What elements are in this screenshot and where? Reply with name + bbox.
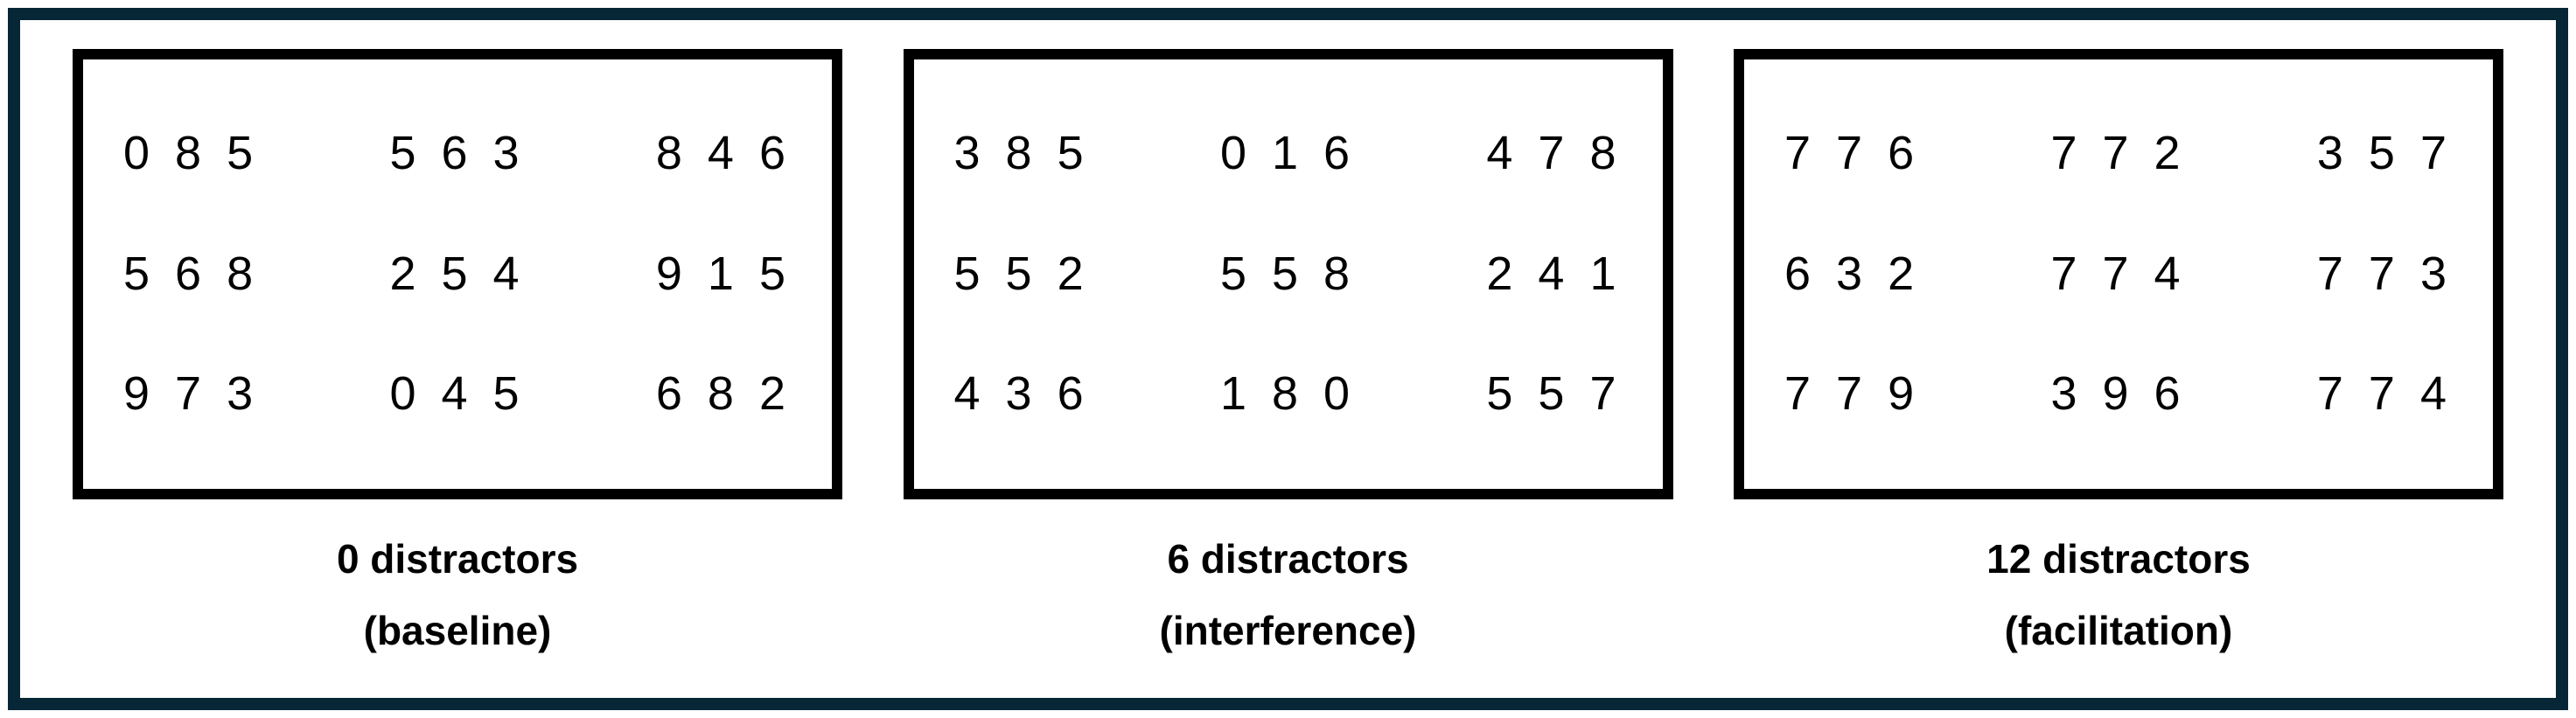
panel-caption-interference: 6 distractors (interference) — [904, 524, 1673, 667]
digit-group: 4 7 8 — [1486, 127, 1623, 180]
digit-group: 5 5 2 — [953, 247, 1090, 300]
digit-group: 8 4 6 — [655, 127, 792, 180]
digit-row: 5 6 8 2 5 4 9 1 5 — [123, 247, 792, 300]
digit-group: 3 9 6 — [2050, 367, 2187, 421]
digit-group: 0 8 5 — [123, 127, 260, 180]
digit-row: 3 8 5 0 1 6 4 7 8 — [953, 127, 1623, 180]
digit-row: 0 8 5 5 6 3 8 4 6 — [123, 127, 792, 180]
digit-row: 4 3 6 1 8 0 5 5 7 — [953, 367, 1623, 421]
caption-line-2: (interference) — [1159, 607, 1417, 653]
digit-group: 7 7 6 — [1784, 127, 1921, 180]
caption-line-1: 0 distractors — [336, 536, 579, 582]
stimulus-box-baseline: 0 8 5 5 6 3 8 4 6 5 6 8 2 5 4 9 1 5 9 7 … — [73, 49, 842, 499]
digit-row: 7 7 9 3 9 6 7 7 4 — [1784, 367, 2453, 421]
digit-group: 5 5 7 — [1486, 367, 1623, 421]
digit-group: 7 7 4 — [2316, 367, 2453, 421]
caption-line-1: 6 distractors — [1167, 536, 1409, 582]
digit-group: 3 5 7 — [2316, 127, 2453, 180]
panel-caption-baseline: 0 distractors (baseline) — [73, 524, 842, 667]
digit-row: 6 3 2 7 7 4 7 7 3 — [1784, 247, 2453, 300]
stimulus-box-facilitation: 7 7 6 7 7 2 3 5 7 6 3 2 7 7 4 7 7 3 7 7 … — [1734, 49, 2503, 499]
stimulus-panel-interference: 3 8 5 0 1 6 4 7 8 5 5 2 5 5 8 2 4 1 4 3 … — [903, 49, 1673, 667]
digit-group: 7 7 2 — [2050, 127, 2187, 180]
digit-group: 7 7 9 — [1784, 367, 1921, 421]
stimulus-panels: 0 8 5 5 6 3 8 4 6 5 6 8 2 5 4 9 1 5 9 7 … — [20, 49, 2556, 667]
stimulus-panel-baseline: 0 8 5 5 6 3 8 4 6 5 6 8 2 5 4 9 1 5 9 7 … — [73, 49, 842, 667]
stimulus-box-interference: 3 8 5 0 1 6 4 7 8 5 5 2 5 5 8 2 4 1 4 3 … — [903, 49, 1673, 499]
digit-group: 9 1 5 — [655, 247, 792, 300]
digit-group: 0 4 5 — [389, 367, 526, 421]
panel-caption-facilitation: 12 distractors (facilitation) — [1734, 524, 2503, 667]
caption-line-1: 12 distractors — [1986, 536, 2251, 582]
digit-group: 4 3 6 — [953, 367, 1090, 421]
digit-group: 3 8 5 — [953, 127, 1090, 180]
digit-row: 7 7 6 7 7 2 3 5 7 — [1784, 127, 2453, 180]
digit-group: 6 3 2 — [1784, 247, 1921, 300]
digit-row: 5 5 2 5 5 8 2 4 1 — [953, 247, 1623, 300]
digit-group: 2 5 4 — [389, 247, 526, 300]
digit-group: 5 6 8 — [123, 247, 260, 300]
digit-group: 2 4 1 — [1486, 247, 1623, 300]
stimulus-panel-facilitation: 7 7 6 7 7 2 3 5 7 6 3 2 7 7 4 7 7 3 7 7 … — [1734, 49, 2503, 667]
digit-group: 7 7 3 — [2316, 247, 2453, 300]
caption-line-2: (baseline) — [363, 607, 552, 653]
digit-group: 5 5 8 — [1219, 247, 1357, 300]
digit-group: 1 8 0 — [1219, 367, 1357, 421]
digit-group: 5 6 3 — [389, 127, 526, 180]
digit-group: 7 7 4 — [2050, 247, 2187, 300]
digit-group: 9 7 3 — [123, 367, 260, 421]
digit-group: 6 8 2 — [655, 367, 792, 421]
figure-frame: 0 8 5 5 6 3 8 4 6 5 6 8 2 5 4 9 1 5 9 7 … — [8, 8, 2568, 710]
caption-line-2: (facilitation) — [2004, 607, 2233, 653]
digit-row: 9 7 3 0 4 5 6 8 2 — [123, 367, 792, 421]
digit-group: 0 1 6 — [1219, 127, 1357, 180]
